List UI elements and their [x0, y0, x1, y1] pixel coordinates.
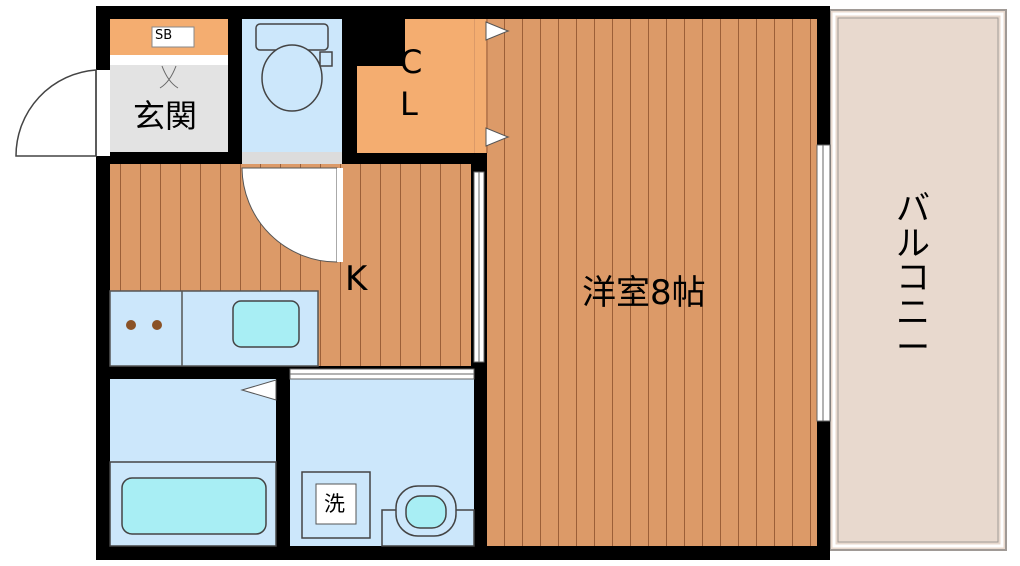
closet-label-c: C [400, 43, 423, 81]
bathtub [121, 477, 267, 535]
entrance-label: 玄関 [133, 97, 198, 135]
entrance-floor [110, 55, 228, 152]
closet-label-l: L [400, 85, 418, 123]
stove-burner-left [126, 320, 136, 330]
kitchen-sink [232, 300, 300, 348]
washer-label: 洗 [324, 492, 345, 516]
balcony-label: バルコニー [896, 189, 930, 368]
kitchen-label: K [345, 259, 368, 299]
shoe-box-label: SB [155, 28, 173, 43]
balcony-floor [830, 10, 1006, 550]
western-room-floor [487, 19, 817, 546]
toilet-bowl [261, 44, 323, 112]
western-room-label: 洋室8帖 [582, 273, 706, 313]
stove-burner-right [152, 320, 162, 330]
